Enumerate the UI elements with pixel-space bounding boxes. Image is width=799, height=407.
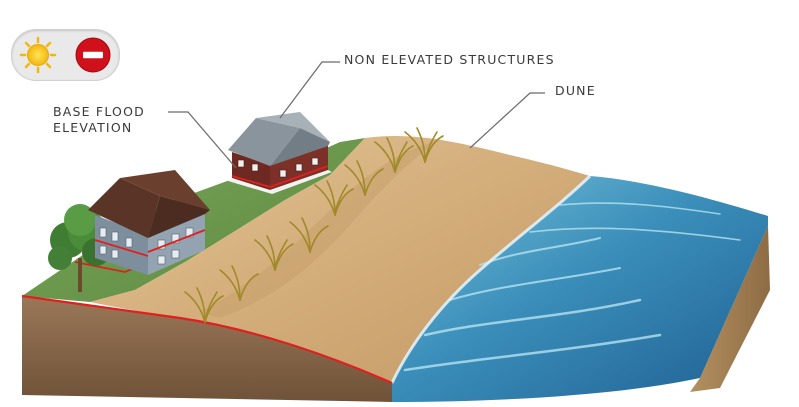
house-front-left: [88, 170, 210, 275]
bfe-label-line-2: ELEVATION: [53, 120, 133, 135]
base-flood-elevation-label: BASE FLOOD ELEVATION: [53, 104, 145, 136]
sand-dune-top: [90, 135, 590, 383]
dune-shadow: [200, 140, 440, 318]
dune-grass: [184, 127, 444, 323]
shoreline-foam: [390, 174, 592, 384]
sun-toggle-switch[interactable]: [11, 29, 120, 81]
no-entry-icon[interactable]: [75, 37, 111, 73]
base-flood-elevation-line: [21, 294, 393, 385]
sun-icon: [19, 36, 57, 74]
leader-lines: [168, 61, 545, 169]
non-elevated-structures-label: NON ELEVATED STRUCTURES: [344, 52, 555, 67]
soil-side-face: [690, 226, 770, 392]
dune-label: DUNE: [555, 83, 596, 98]
soil-front-face: [22, 296, 392, 402]
house-back: [228, 112, 332, 194]
bfe-label-line-1: BASE FLOOD: [53, 104, 145, 119]
